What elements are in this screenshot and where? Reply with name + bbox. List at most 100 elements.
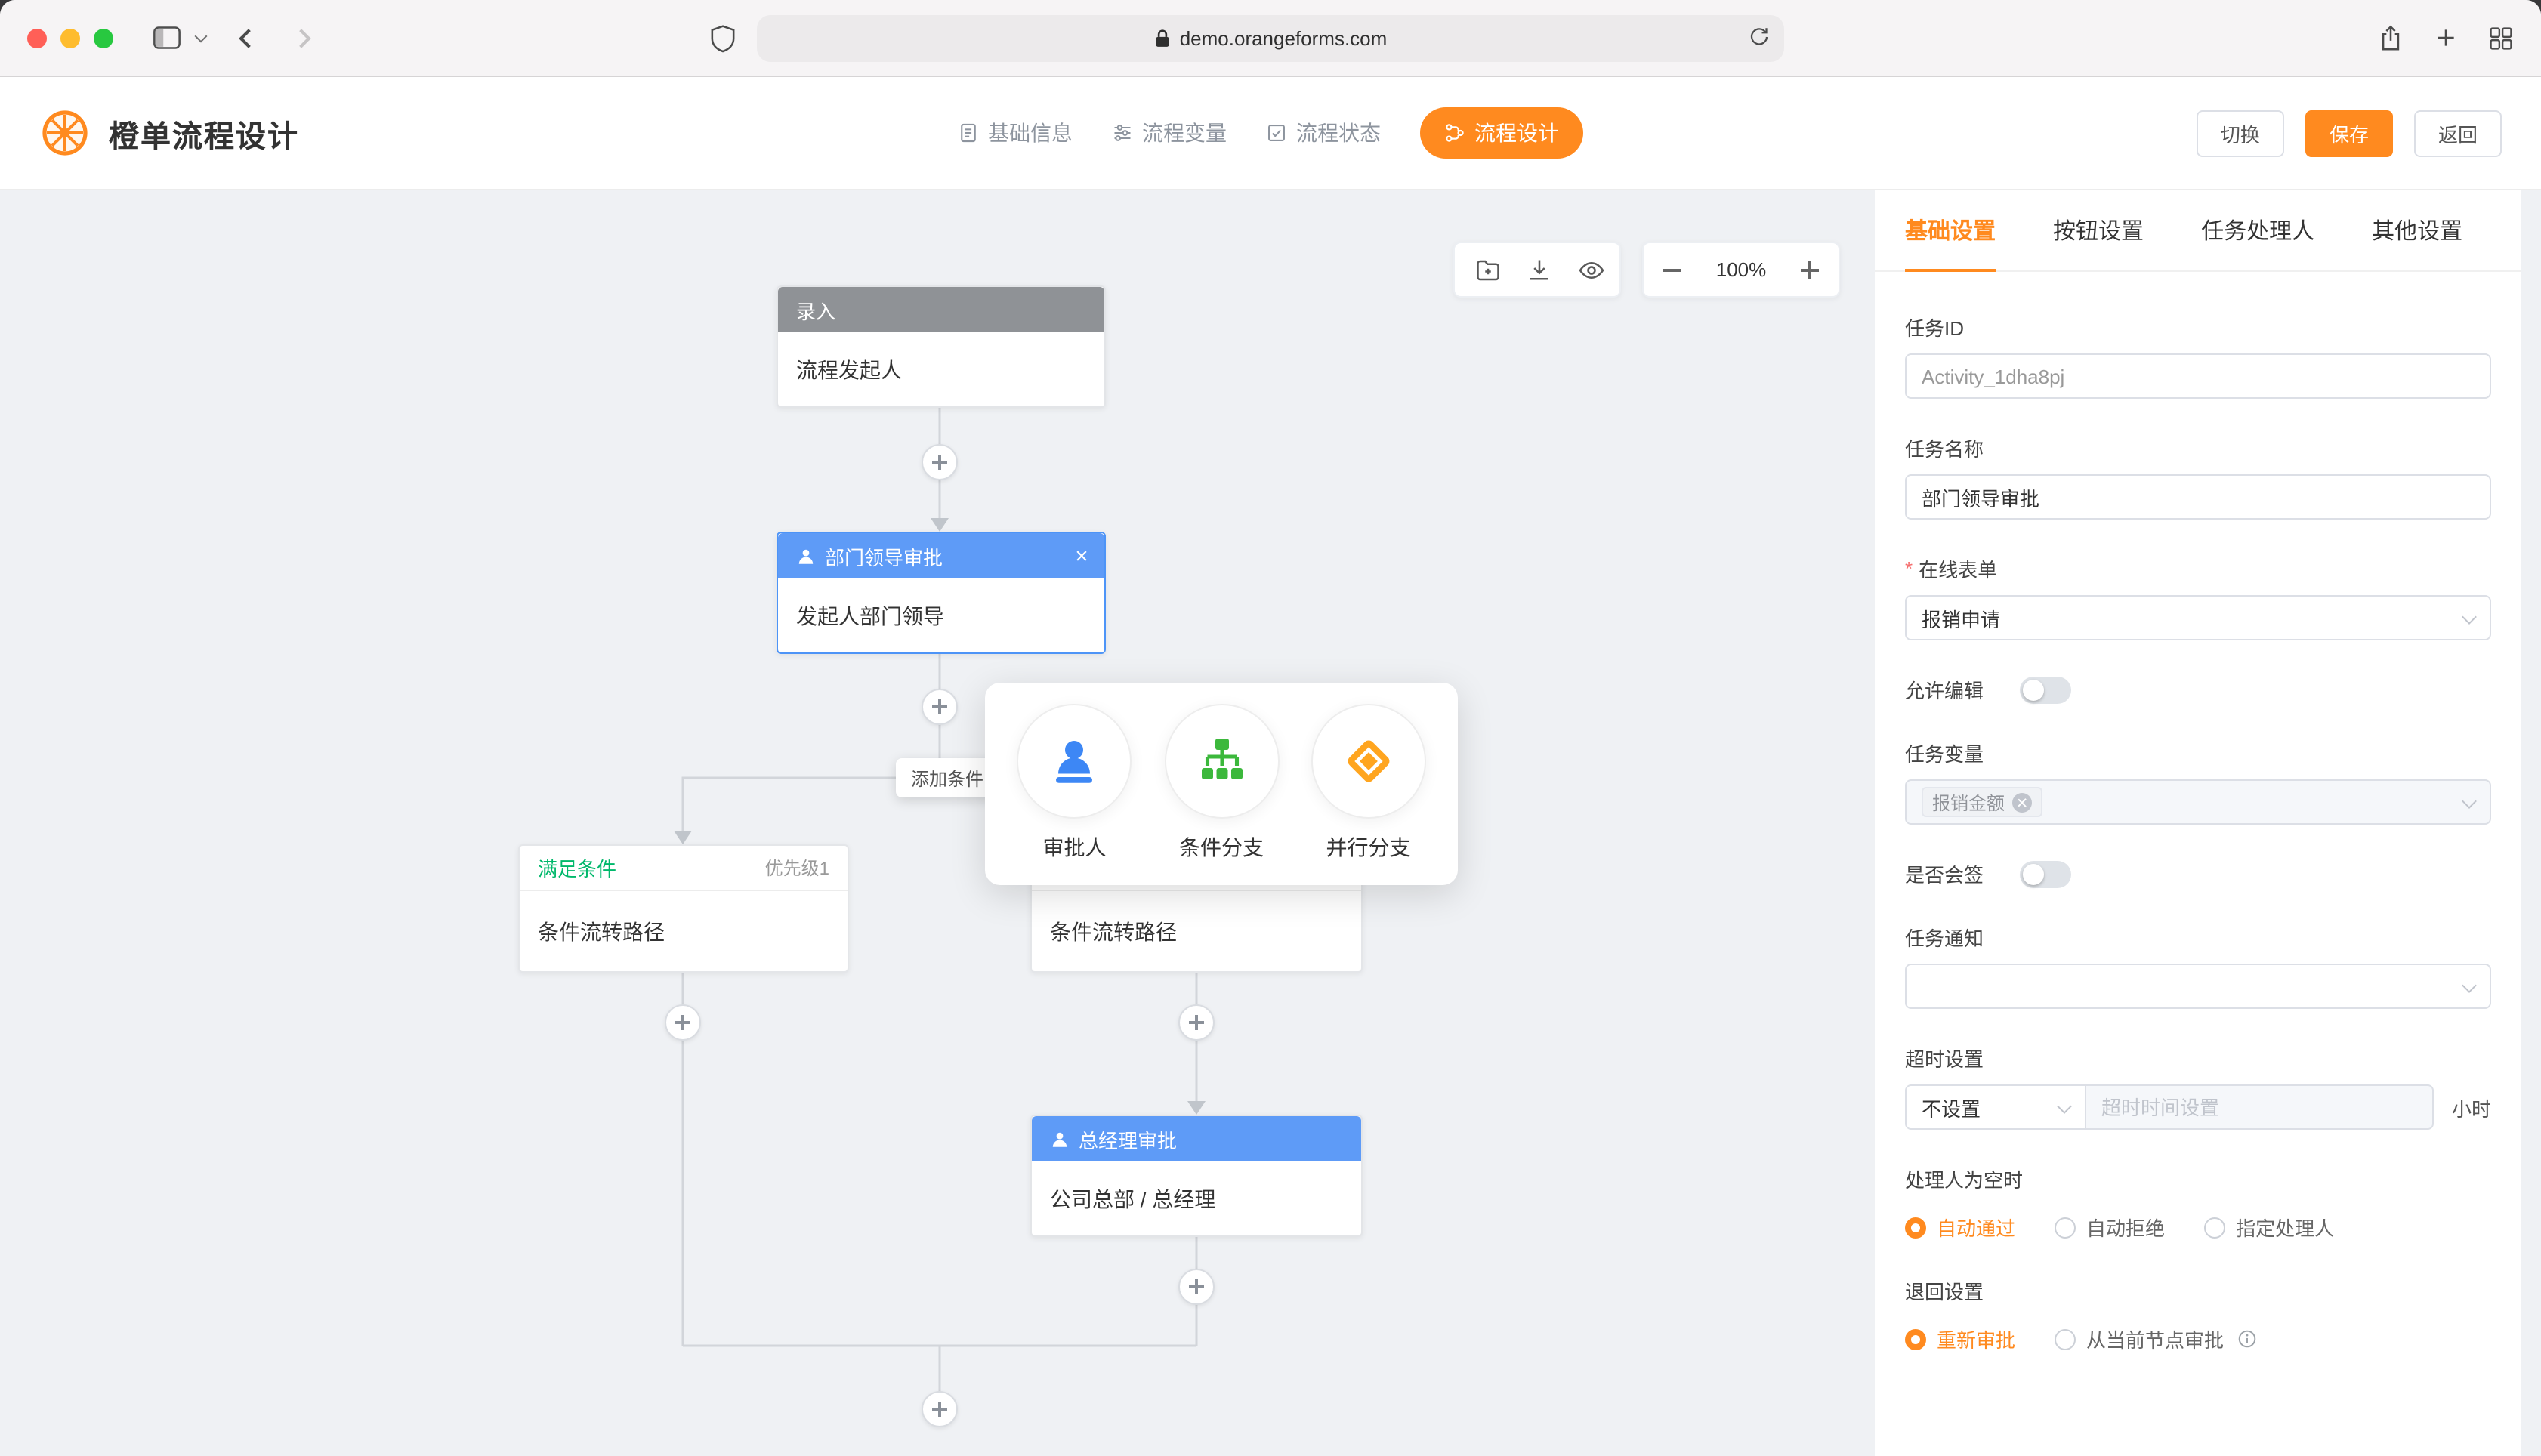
empty-handler-label: 处理人为空时 — [1905, 1164, 2491, 1193]
radio-icon — [2204, 1217, 2225, 1238]
tab-button-settings[interactable]: 按钮设置 — [2053, 190, 2144, 271]
popup-item-condition-branch[interactable]: 条件分支 — [1164, 704, 1279, 862]
zoom-level: 100% — [1716, 258, 1767, 281]
radio-assign-handler[interactable]: 指定处理人 — [2204, 1213, 2334, 1242]
radio-icon — [2055, 1328, 2076, 1350]
timeout-mode-select[interactable]: 不设置 — [1905, 1084, 2086, 1130]
chevron-down-icon — [2462, 609, 2477, 625]
add-node-button[interactable] — [1178, 1269, 1215, 1305]
info-icon[interactable] — [2237, 1329, 2257, 1349]
dept-approval-node[interactable]: 部门领导审批 发起人部门领导 — [777, 532, 1106, 654]
switch-button[interactable]: 切换 — [2197, 110, 2284, 156]
countersign-toggle[interactable] — [2020, 860, 2071, 887]
radio-icon — [2055, 1217, 2076, 1238]
reject-setting-options: 重新审批 从当前节点审批 — [1905, 1325, 2491, 1353]
variable-tag: 报销金额 — [1922, 787, 2042, 817]
condition-node-left-body: 条件流转路径 — [520, 891, 848, 973]
tab-overview-icon[interactable] — [2488, 25, 2514, 51]
parallel-branch-icon — [1342, 734, 1396, 788]
task-name-label: 任务名称 — [1905, 433, 2491, 462]
doc-icon — [958, 122, 979, 143]
allow-edit-toggle[interactable] — [2020, 676, 2071, 703]
gm-node-title: 总经理审批 — [1079, 1124, 1177, 1153]
new-tab-icon[interactable] — [2434, 26, 2458, 50]
add-condition-tag[interactable]: 添加条件 — [896, 758, 999, 797]
flow-canvas[interactable]: 100% 录入 流程发起人 部门领导审批 发起人部门领导 — [0, 190, 1875, 1456]
radio-icon — [1905, 1217, 1926, 1238]
tab-other-settings[interactable]: 其他设置 — [2372, 190, 2462, 271]
add-node-button[interactable] — [922, 444, 958, 480]
sidebar-chevron-icon[interactable] — [196, 35, 205, 40]
popup-item-parallel-branch[interactable]: 并行分支 — [1311, 704, 1426, 862]
countersign-label: 是否会签 — [1905, 859, 1984, 888]
condition-node-left[interactable]: 满足条件 优先级1 条件流转路径 — [518, 844, 849, 973]
chevron-down-icon — [2462, 794, 2477, 809]
condition-node-right-body: 条件流转路径 — [1032, 891, 1361, 973]
timeout-value-input[interactable] — [2085, 1084, 2434, 1130]
online-form-select[interactable]: 报销申请 — [1905, 595, 2491, 640]
zoom-out-button[interactable] — [1662, 259, 1683, 280]
browser-toolbar: demo.orangeforms.com — [0, 0, 2541, 77]
task-id-input[interactable] — [1905, 353, 2491, 399]
zoom-in-button[interactable] — [1799, 259, 1820, 280]
open-file-icon[interactable] — [1474, 256, 1502, 283]
empty-handler-options: 自动通过 自动拒绝 指定处理人 — [1905, 1213, 2491, 1242]
condition-met-label: 满足条件 — [538, 853, 616, 882]
share-icon[interactable] — [2378, 23, 2404, 52]
refresh-icon[interactable] — [1748, 24, 1771, 50]
delete-node-icon[interactable] — [1074, 548, 1089, 563]
status-icon — [1266, 122, 1287, 143]
required-mark: * — [1905, 557, 1913, 580]
back-icon[interactable] — [242, 31, 255, 45]
forward-icon[interactable] — [295, 31, 308, 45]
allow-edit-label: 允许编辑 — [1905, 675, 1984, 704]
add-node-button[interactable] — [1178, 1004, 1215, 1041]
radio-auto-pass[interactable]: 自动通过 — [1905, 1213, 2015, 1242]
priority-label: 优先级1 — [765, 855, 829, 881]
save-button[interactable]: 保存 — [2305, 110, 2393, 156]
task-name-input[interactable] — [1905, 474, 2491, 520]
flow-branch-icon — [1444, 122, 1465, 143]
task-notice-select[interactable] — [1905, 964, 2491, 1009]
remove-tag-icon[interactable] — [2012, 792, 2032, 812]
tab-process-variables[interactable]: 流程变量 — [1112, 118, 1227, 148]
tab-basic-info[interactable]: 基础信息 — [958, 118, 1073, 148]
tab-basic-settings[interactable]: 基础设置 — [1905, 190, 1996, 271]
address-bar[interactable]: demo.orangeforms.com — [757, 15, 1784, 62]
download-icon[interactable] — [1526, 256, 1553, 283]
tab-process-status[interactable]: 流程状态 — [1266, 118, 1381, 148]
radio-restart-approval[interactable]: 重新审批 — [1905, 1325, 2015, 1353]
popup-item-approver[interactable]: 审批人 — [1017, 704, 1132, 862]
privacy-shield-icon[interactable] — [710, 23, 736, 52]
back-button[interactable]: 返回 — [2414, 110, 2502, 156]
task-variable-select[interactable]: 报销金额 — [1905, 779, 2491, 825]
timeout-unit-label: 小时 — [2452, 1093, 2491, 1121]
radio-auto-reject[interactable]: 自动拒绝 — [2055, 1213, 2165, 1242]
chevron-down-icon — [2462, 978, 2477, 993]
minimize-window-button[interactable] — [60, 28, 80, 48]
add-node-button[interactable] — [665, 1004, 701, 1041]
radio-current-node-approval[interactable]: 从当前节点审批 — [2055, 1325, 2257, 1353]
add-node-button[interactable] — [922, 1391, 958, 1427]
canvas-toolbar — [1453, 242, 1621, 298]
tab-task-handler[interactable]: 任务处理人 — [2201, 190, 2314, 271]
add-node-button[interactable] — [922, 689, 958, 725]
close-window-button[interactable] — [27, 28, 47, 48]
url-text: demo.orangeforms.com — [1180, 27, 1388, 50]
task-variable-label: 任务变量 — [1905, 739, 2491, 767]
sidebar-toggle-icon[interactable] — [153, 26, 181, 50]
tab-process-design[interactable]: 流程设计 — [1420, 107, 1583, 159]
condition-branch-icon — [1194, 734, 1249, 788]
gm-node-body: 公司总部 / 总经理 — [1032, 1161, 1361, 1235]
page-title: 橙单流程设计 — [109, 111, 299, 155]
preview-eye-icon[interactable] — [1577, 256, 1606, 283]
approver-icon — [1048, 734, 1102, 788]
dept-node-body: 发起人部门领导 — [778, 578, 1104, 652]
settings-tabs: 基础设置 按钮设置 任务处理人 其他设置 — [1875, 190, 2521, 272]
start-node[interactable]: 录入 流程发起人 — [777, 285, 1106, 408]
fullscreen-window-button[interactable] — [94, 28, 113, 48]
settings-panel: 基础设置 按钮设置 任务处理人 其他设置 任务ID 任务名称 * 在线表单 — [1875, 190, 2521, 1456]
gm-approval-node[interactable]: 总经理审批 公司总部 / 总经理 — [1030, 1115, 1363, 1237]
user-icon — [1050, 1129, 1070, 1149]
